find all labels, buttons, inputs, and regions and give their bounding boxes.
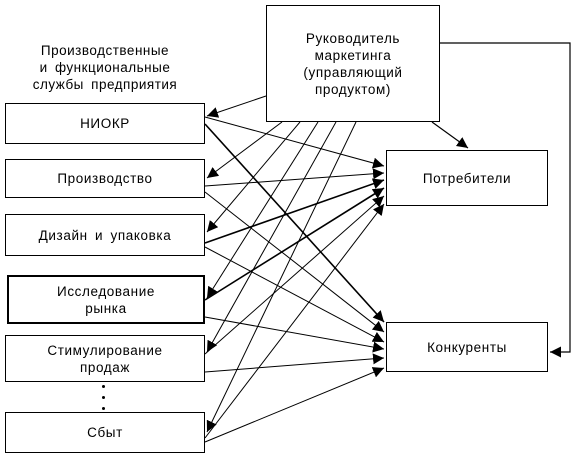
ellipsis-dot [102,407,105,410]
manager-to-department-arrow [206,121,337,353]
consumers-label: Потребители [422,170,512,186]
department-to-consumers-arrow [204,203,385,439]
dept-label-niokr: НИОКР [80,116,130,131]
competitors-label: Конкуренты [427,339,507,355]
dept-box-niokr: НИОКР [5,103,205,144]
ellipsis-dot [102,396,105,399]
dept-box-production: Производство [5,159,205,198]
manager-to-department-arrow [206,121,319,299]
department-to-consumers-arrow [204,116,385,169]
department-to-competitors-arrow [204,353,385,373]
department-to-competitors-arrow [204,123,385,323]
manager-to-department-arrow [206,95,267,118]
dept-box-design: Дизайн и упаковка [5,214,205,256]
consumers-box: Потребители [386,150,548,206]
dept-box-research: Исследование рынка [7,275,205,324]
dept-box-sales: Сбыт [5,412,205,453]
department-to-consumers-arrow [204,195,385,355]
department-to-consumers-arrow [204,168,385,187]
dept-label-sales: Сбыт [87,425,123,440]
manager-to-department-arrow [206,121,283,179]
dept-label-design: Дизайн и упаковка [38,227,172,243]
manager-to-department-arrow [206,121,357,433]
department-to-competitors-arrow [204,367,385,443]
competitors-box: Конкуренты [386,322,548,372]
dept-box-promotion: Стимулирование продаж [5,335,205,382]
manager-label: Руководитель маркетинга (управляющий про… [303,30,403,97]
ellipsis-dot [102,385,105,388]
manager-to-competitors-arrow [440,42,571,358]
manager-box: Руководитель маркетинга (управляющий про… [266,5,440,122]
dept-label-production: Производство [57,171,153,186]
department-to-competitors-arrow [204,246,385,343]
manager-to-consumers-arrow [431,121,469,149]
department-to-competitors-arrow [204,316,385,353]
department-to-competitors-arrow [204,191,385,333]
department-to-consumers-arrow [204,178,385,244]
dept-label-promotion: Стимулирование продаж [47,342,163,375]
department-to-consumers-arrow [204,187,385,301]
dept-label-research: Исследование рынка [57,283,155,316]
group-title: Производственные и функциональные службы… [32,43,178,92]
